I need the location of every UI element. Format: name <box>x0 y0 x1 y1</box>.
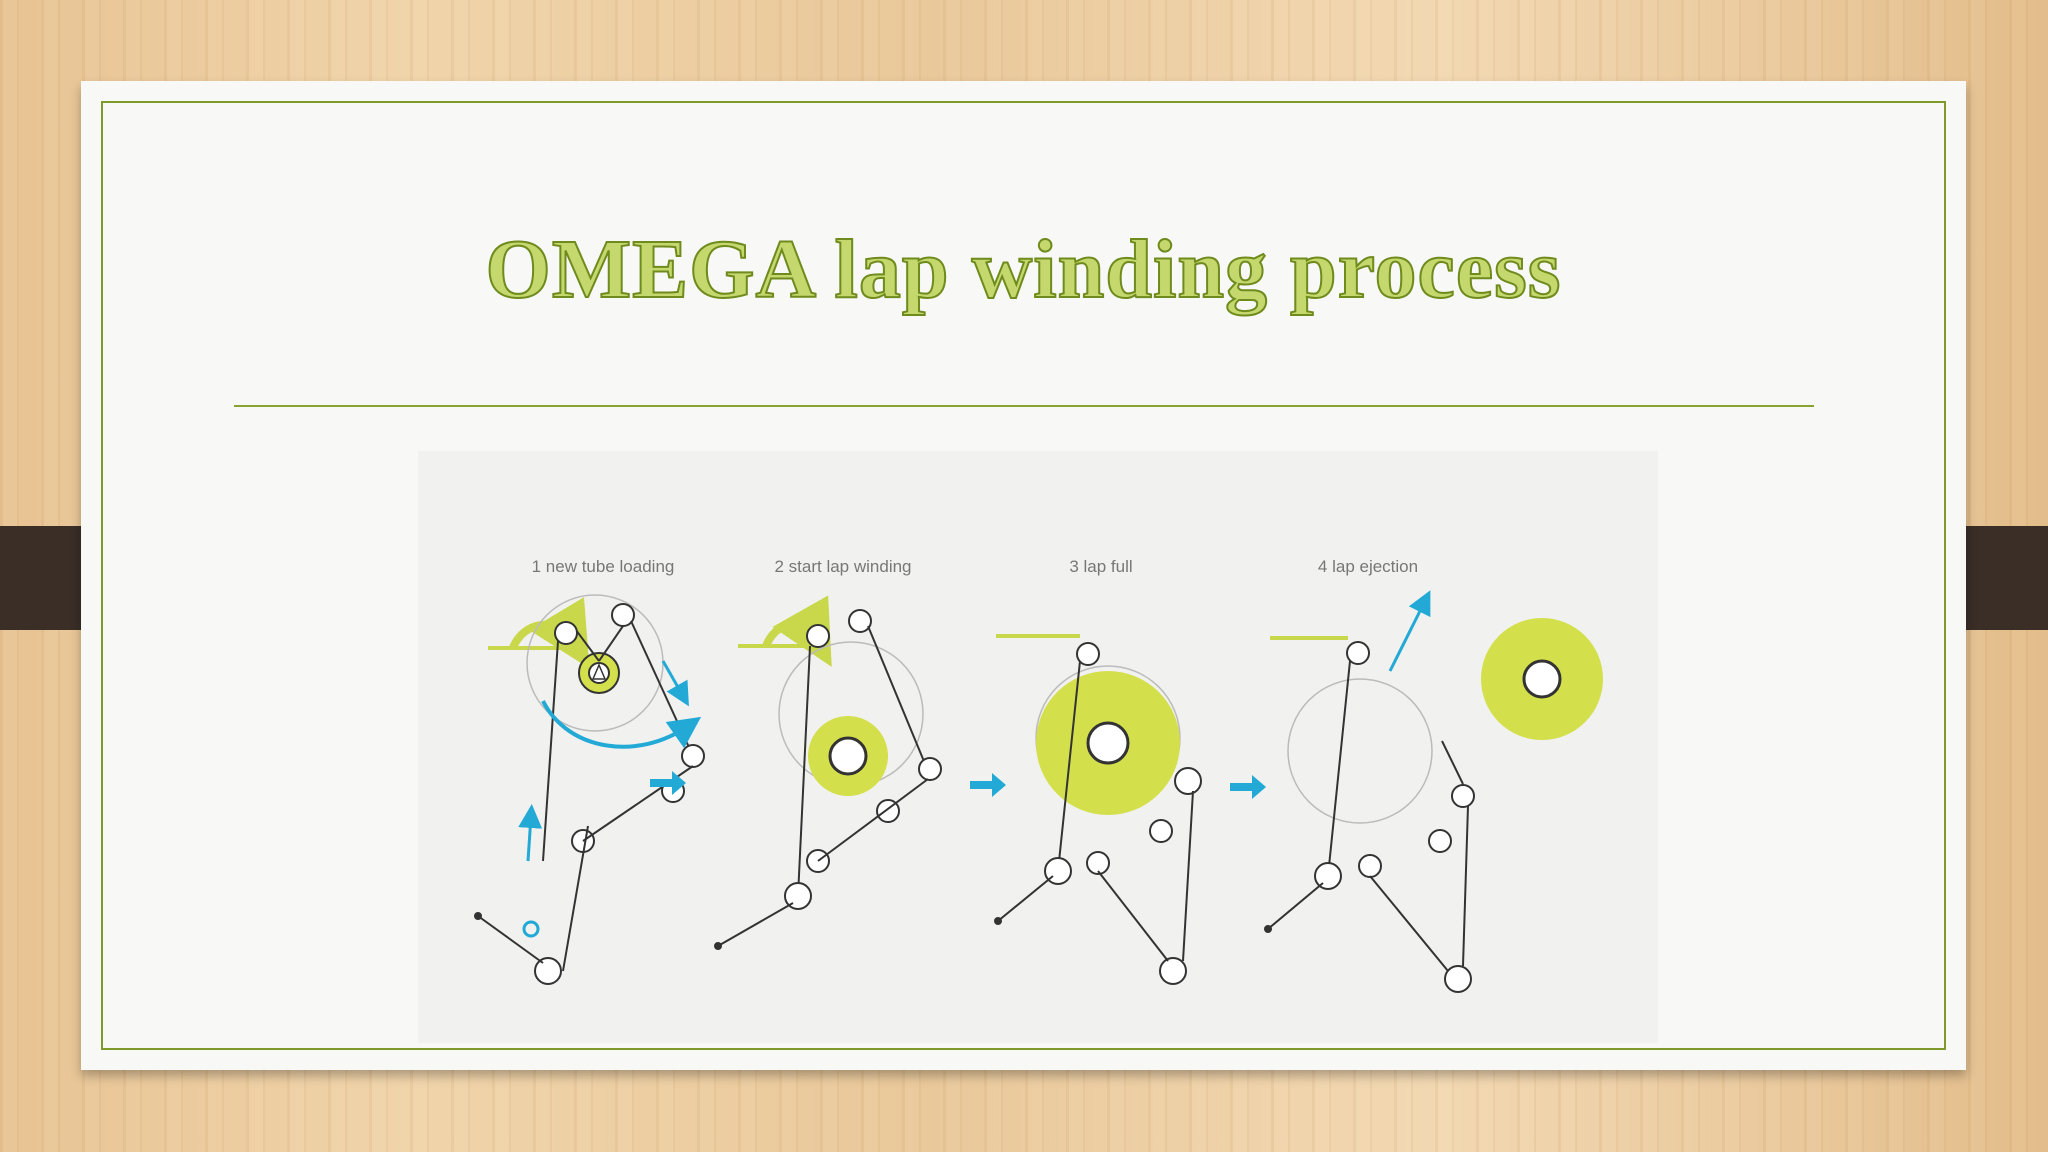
step-label-1: 1 new tube loading <box>532 557 675 576</box>
step-label-4: 4 lap ejection <box>1318 557 1418 576</box>
step-2-drawing <box>714 595 942 950</box>
step-label-2: 2 start lap winding <box>774 557 911 576</box>
transition-arrow-2 <box>970 773 1006 797</box>
title-divider <box>234 405 1814 407</box>
step-4-drawing <box>1264 590 1603 993</box>
winding-process-diagram: 1 new tube loading 2 start lap winding 3… <box>418 451 1658 1043</box>
step-3-drawing <box>994 634 1202 985</box>
step-1-drawing <box>474 594 705 985</box>
transition-arrow-3 <box>1230 775 1266 799</box>
slide-frame <box>101 101 1946 1050</box>
slide: OMEGA lap winding process 1 new tube loa… <box>81 81 1966 1070</box>
slide-title: OMEGA lap winding process <box>485 222 1562 317</box>
transition-arrow-1 <box>650 771 686 795</box>
step-label-3: 3 lap full <box>1069 557 1132 576</box>
